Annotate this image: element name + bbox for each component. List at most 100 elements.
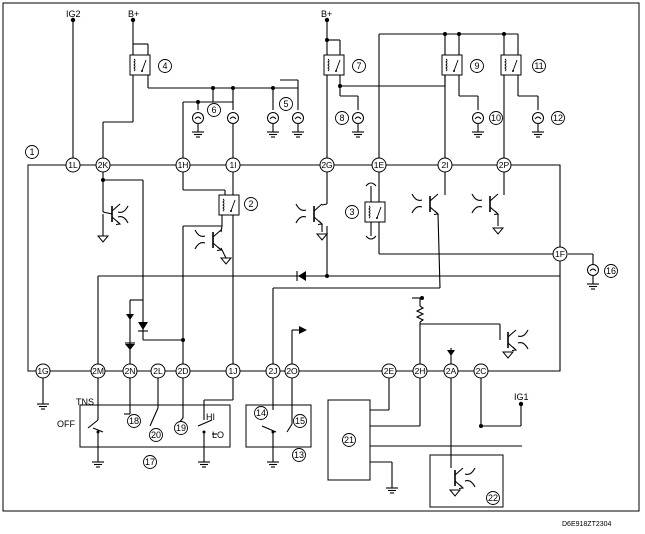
callout-14-text: 14	[256, 408, 266, 418]
callout-14: 14	[254, 406, 268, 420]
b-plus-right-label: B+	[321, 9, 332, 19]
node-2M-label: 2M	[92, 366, 104, 376]
callout-19: 19	[174, 421, 188, 435]
callout-12-text: 12	[553, 113, 563, 123]
headlight-switch-box	[79, 404, 231, 448]
relay-3	[364, 201, 386, 223]
callout-10-text: 10	[491, 113, 501, 123]
callout-18-text: 18	[129, 416, 139, 426]
callout-13-text: 13	[294, 450, 304, 460]
node-2A: 2A	[443, 363, 459, 379]
callout-8: 8	[335, 111, 349, 125]
callout-3: 3	[345, 205, 359, 219]
callout-18: 18	[127, 414, 141, 428]
callout-7: 7	[352, 59, 366, 73]
diagram-frame	[2, 2, 640, 512]
callout-11-text: 11	[534, 61, 543, 71]
relay-9	[441, 54, 463, 76]
callout-15-text: 15	[295, 416, 305, 426]
callout-6: 6	[207, 103, 221, 117]
callout-17: 17	[143, 455, 157, 469]
node-2K-label: 2K	[98, 160, 109, 170]
callout-22-text: 22	[488, 493, 498, 503]
node-2J: 2J	[265, 363, 281, 379]
lo-label: LO	[212, 430, 224, 440]
callout-19-text: 19	[176, 423, 186, 433]
node-2P-label: 2P	[499, 160, 510, 170]
node-2H-label: 2H	[415, 366, 426, 376]
off-label: OFF	[57, 419, 75, 429]
control-module-outline	[27, 164, 561, 372]
node-2E-label: 2E	[384, 366, 395, 376]
callout-2: 2	[244, 197, 258, 211]
node-2I-label: 2I	[441, 160, 448, 170]
callout-6-text: 6	[211, 105, 216, 115]
callout-10: 10	[489, 111, 503, 125]
relay-4	[129, 54, 151, 76]
node-1E: 1E	[371, 157, 387, 173]
reference-code: D6E918ZT2304	[562, 521, 612, 528]
callout-9: 9	[470, 59, 484, 73]
callout-17-text: 17	[145, 457, 155, 467]
node-2O-label: 2O	[286, 366, 298, 376]
node-2D: 2D	[175, 363, 191, 379]
callout-5: 5	[279, 97, 293, 111]
ig1-label: IG1	[514, 392, 529, 402]
callout-21: 21	[342, 433, 356, 447]
callout-4-text: 4	[162, 61, 167, 71]
node-2N-label: 2N	[125, 366, 136, 376]
node-2G: 2G	[319, 157, 335, 173]
node-1J-label: 1J	[229, 366, 238, 376]
relay-11	[500, 54, 522, 76]
node-1G-label: 1G	[37, 366, 48, 376]
node-2N: 2N	[122, 363, 138, 379]
callout-3-text: 3	[349, 207, 354, 217]
node-2L: 2L	[150, 363, 166, 379]
callout-11: 11	[532, 59, 546, 73]
callout-1: 1	[25, 145, 39, 159]
node-2L-label: 2L	[153, 366, 163, 376]
callout-20: 20	[149, 428, 163, 442]
relay-2	[218, 194, 240, 216]
node-2C: 2C	[473, 363, 489, 379]
node-1I: 1I	[225, 157, 241, 173]
callout-9-text: 9	[474, 61, 479, 71]
callout-13: 13	[292, 448, 306, 462]
ig2-label: IG2	[66, 9, 81, 19]
callout-20-text: 20	[151, 430, 161, 440]
node-2E: 2E	[381, 363, 397, 379]
callout-21-text: 21	[344, 435, 354, 445]
node-1F-label: 1F	[555, 249, 565, 259]
node-1L-label: 1L	[68, 160, 78, 170]
node-2O: 2O	[284, 363, 300, 379]
callout-1-text: 1	[29, 147, 34, 157]
tns-label: TNS	[76, 397, 94, 407]
b-plus-left-label: B+	[128, 9, 139, 19]
node-2K: 2K	[95, 157, 111, 173]
callout-12: 12	[551, 111, 565, 125]
node-1H-label: 1H	[178, 160, 189, 170]
callout-4: 4	[158, 59, 172, 73]
node-1I-label: 1I	[229, 160, 236, 170]
callout-16-text: 16	[606, 266, 616, 276]
node-2P: 2P	[496, 157, 512, 173]
node-2H: 2H	[412, 363, 428, 379]
relay-7	[323, 54, 345, 76]
node-1J: 1J	[225, 363, 241, 379]
node-1H: 1H	[175, 157, 191, 173]
callout-2-text: 2	[248, 199, 253, 209]
callout-22: 22	[486, 491, 500, 505]
callout-5-text: 5	[283, 99, 288, 109]
node-2G-label: 2G	[321, 160, 332, 170]
node-1E-label: 1E	[374, 160, 385, 170]
node-2I: 2I	[437, 157, 453, 173]
callout-7-text: 7	[356, 61, 361, 71]
node-1L: 1L	[65, 157, 81, 173]
node-2J-label: 2J	[269, 366, 278, 376]
node-2A-label: 2A	[446, 366, 457, 376]
node-1G: 1G	[35, 363, 51, 379]
node-1F: 1F	[552, 246, 568, 262]
callout-15: 15	[293, 414, 307, 428]
node-2C-label: 2C	[476, 366, 487, 376]
